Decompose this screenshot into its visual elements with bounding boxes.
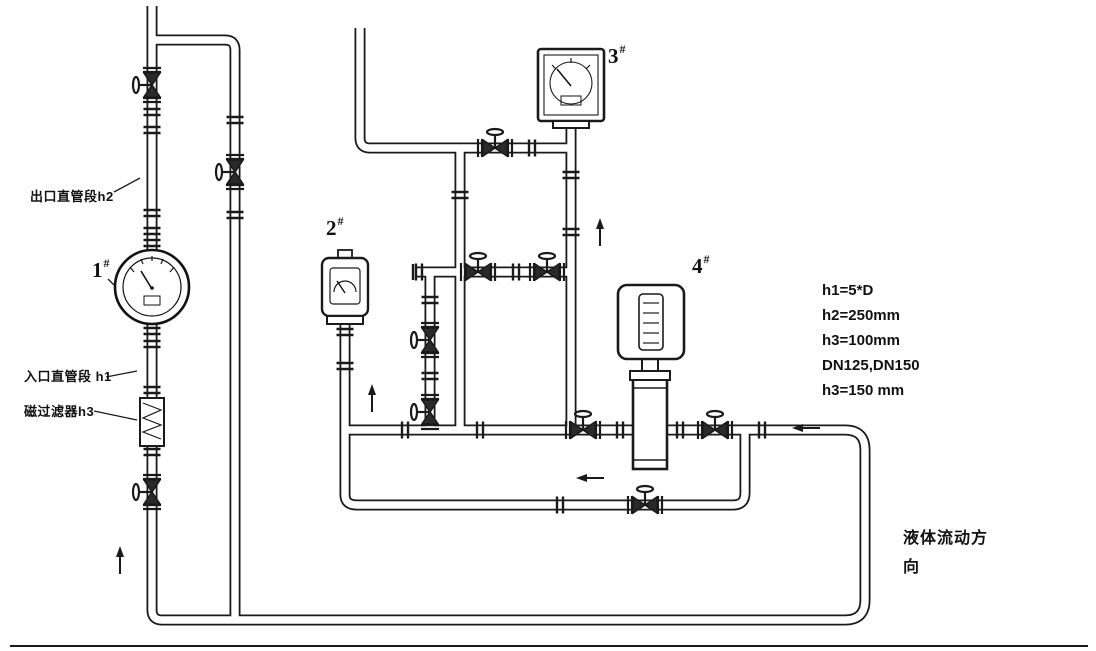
annotation-h3b: h3=150 mm bbox=[822, 382, 905, 399]
annotation-h1: h1=5*D bbox=[822, 282, 874, 299]
label-magnetic-filter: 磁过滤器h3 bbox=[24, 404, 95, 419]
annotation-dn: DN125,DN150 bbox=[822, 357, 920, 374]
pipes-outline bbox=[146, 6, 871, 626]
meter-2-sup: # bbox=[337, 214, 344, 228]
flow-direction-line2: 向 bbox=[903, 559, 921, 576]
label-meter-4: 4# bbox=[692, 252, 710, 279]
annotation-block: h1=5*D h2=250mm h3=100mm DN125,DN150 h3=… bbox=[822, 278, 920, 403]
meter-1-sup: # bbox=[103, 256, 110, 270]
flow-direction-label: 液体流动方 向 bbox=[903, 524, 988, 582]
meter-3-panel bbox=[536, 47, 606, 129]
flow-direction-line1: 液体流动方 bbox=[903, 530, 989, 547]
meter-4-sup: # bbox=[703, 252, 710, 266]
meter-4-number: 4 bbox=[692, 254, 703, 278]
magnetic-filter bbox=[139, 397, 165, 447]
meter-1-number: 1 bbox=[92, 258, 103, 282]
meter-1-gauge bbox=[113, 248, 191, 326]
label-meter-3: 3# bbox=[608, 42, 626, 69]
flow-arrow-icon bbox=[575, 473, 605, 483]
pipes-bore bbox=[148, 6, 869, 624]
flow-arrow-icon bbox=[595, 217, 605, 247]
label-inlet-straight: 入口直管段 h1 bbox=[24, 369, 112, 384]
flange-joints bbox=[142, 107, 767, 515]
leader-lines bbox=[93, 177, 141, 421]
flow-arrow-icon bbox=[115, 545, 125, 575]
annotation-h3: h3=100mm bbox=[822, 332, 900, 349]
label-outlet-straight: 出口直管段h2 bbox=[30, 189, 114, 204]
label-meter-2: 2# bbox=[326, 214, 344, 241]
meter-3-sup: # bbox=[619, 42, 626, 56]
meter-2-number: 2 bbox=[326, 216, 337, 240]
annotation-h2: h2=250mm bbox=[822, 307, 900, 324]
label-meter-1: 1# bbox=[92, 256, 110, 283]
meter-4-turbine bbox=[616, 283, 686, 471]
meter-2-indicator bbox=[320, 249, 370, 325]
flow-arrow-icon bbox=[367, 383, 377, 413]
meter-3-number: 3 bbox=[608, 44, 619, 68]
